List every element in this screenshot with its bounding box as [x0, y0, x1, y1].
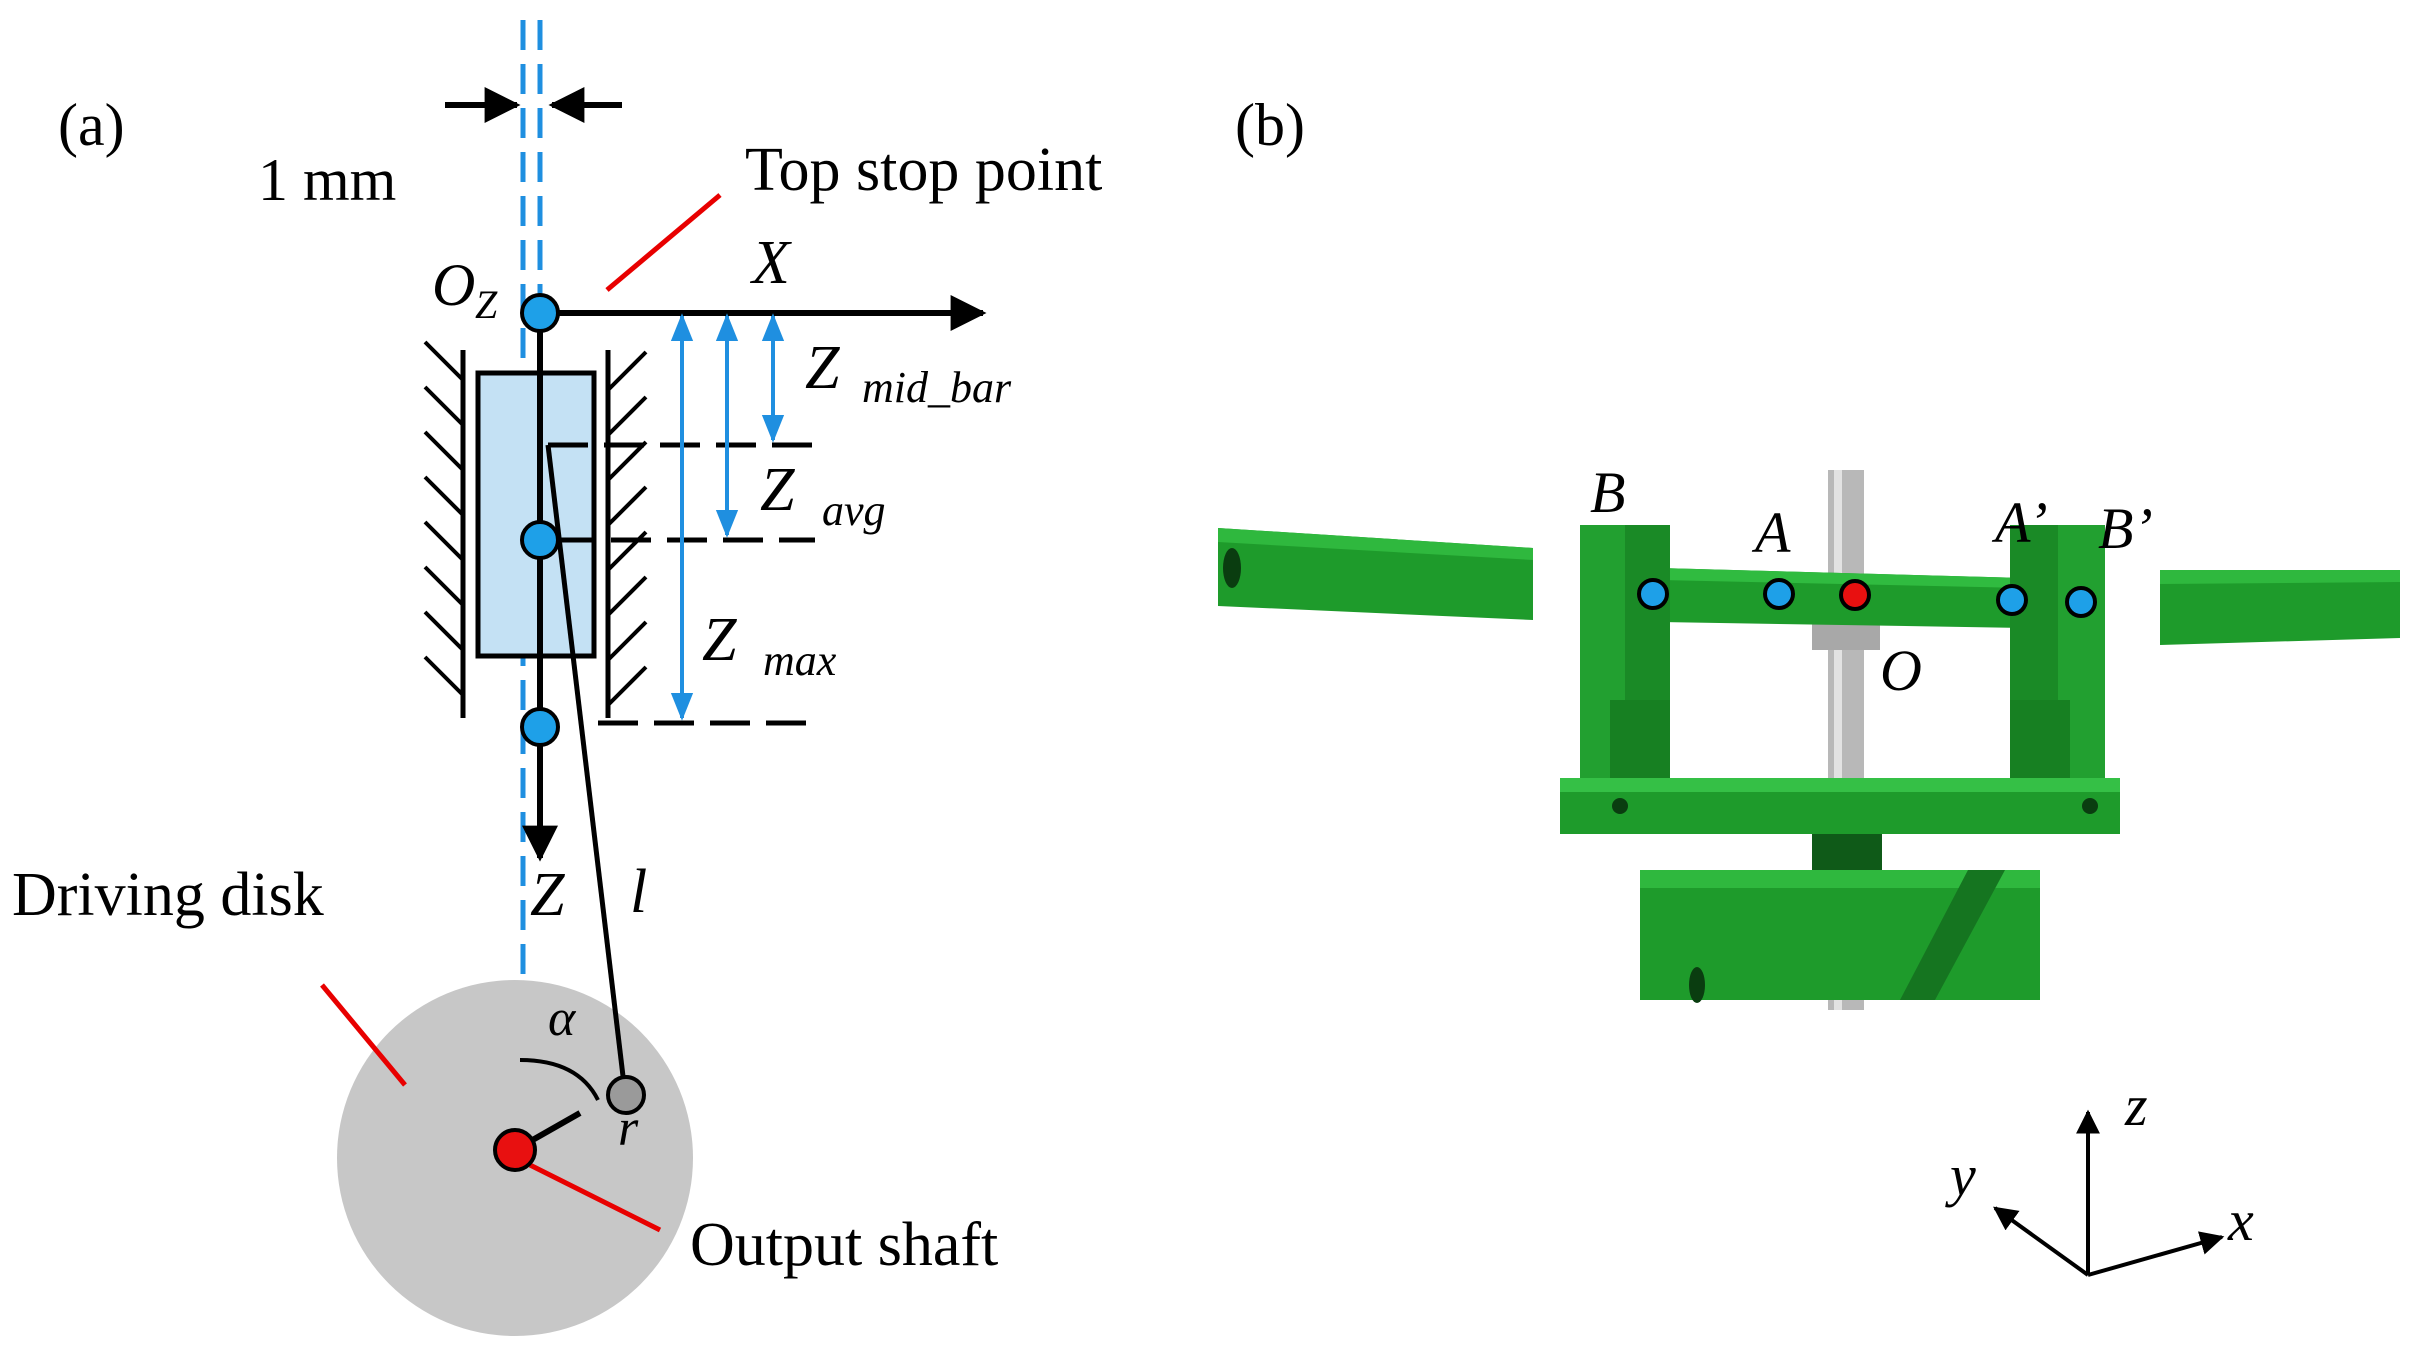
triad-z-label: z [2124, 1073, 2148, 1138]
panel-a: (a) 1 mm Top stop point O Z X [12, 20, 1102, 1336]
output-shaft-leader [528, 1162, 662, 1233]
rod-label: l [630, 858, 647, 926]
x-axis-label: X [749, 229, 792, 297]
point-a-prime-label: A’ [1991, 490, 2048, 555]
driving-disk-label: Driving disk [12, 861, 324, 929]
top-stop-leader [605, 193, 722, 292]
guide-hatch-left [423, 340, 465, 697]
joint-top-stop [520, 293, 560, 333]
guide-hatch-right [606, 350, 648, 707]
point-b-prime-marker [2065, 586, 2097, 618]
point-o-label: O [1880, 638, 1922, 703]
point-b-label: B [1590, 460, 1625, 525]
triad-x-label: x [2227, 1188, 2254, 1253]
joint-max [520, 707, 560, 747]
point-a-marker [1763, 578, 1795, 610]
point-a-prime-marker [1996, 584, 2028, 616]
point-o-marker [1839, 579, 1871, 611]
alpha-arc [519, 1058, 600, 1101]
point-a-label: A [1751, 500, 1791, 565]
origin-subscript: Z [475, 282, 498, 327]
width-label: 1 mm [258, 147, 396, 213]
connecting-rod [545, 444, 628, 1094]
triad-y-label: y [1945, 1143, 1976, 1208]
z-avg-subscript: avg [822, 486, 886, 535]
z-axis-label: Z [530, 861, 565, 929]
triad-y-axis [1993, 1206, 2090, 1277]
crank-pin [606, 1075, 646, 1115]
right-arm [2160, 570, 2400, 645]
z-mid-bar-label: Z [805, 334, 840, 402]
central-shaft-highlight [1834, 470, 1842, 1010]
origin-label: O [432, 252, 475, 318]
alpha-label: α [548, 990, 577, 1047]
slider-block [475, 370, 597, 659]
point-b-marker [1637, 578, 1669, 610]
crossbar-hole-left [1612, 798, 1628, 814]
joint-avg [520, 520, 560, 560]
left-arm-hole [1223, 548, 1241, 588]
base-hole [1689, 967, 1705, 1003]
output-shaft-label: Output shaft [690, 1211, 998, 1279]
panel-a-label: (a) [58, 92, 125, 158]
z-max-subscript: max [763, 636, 837, 685]
output-shaft [493, 1128, 537, 1172]
driving-disk-leader [320, 983, 407, 1087]
z-avg-label: Z [760, 456, 795, 524]
z-mid-bar-subscript: mid_bar [862, 363, 1012, 412]
panel-b: (b) [1218, 92, 2400, 1277]
top-stop-label: Top stop point [745, 136, 1102, 204]
point-b-prime-label: B’ [2098, 496, 2153, 561]
z-max-label: Z [702, 606, 737, 674]
crossbar-hole-right [2082, 798, 2098, 814]
panel-b-label: (b) [1235, 92, 1305, 158]
triad-x-axis [2087, 1231, 2225, 1277]
